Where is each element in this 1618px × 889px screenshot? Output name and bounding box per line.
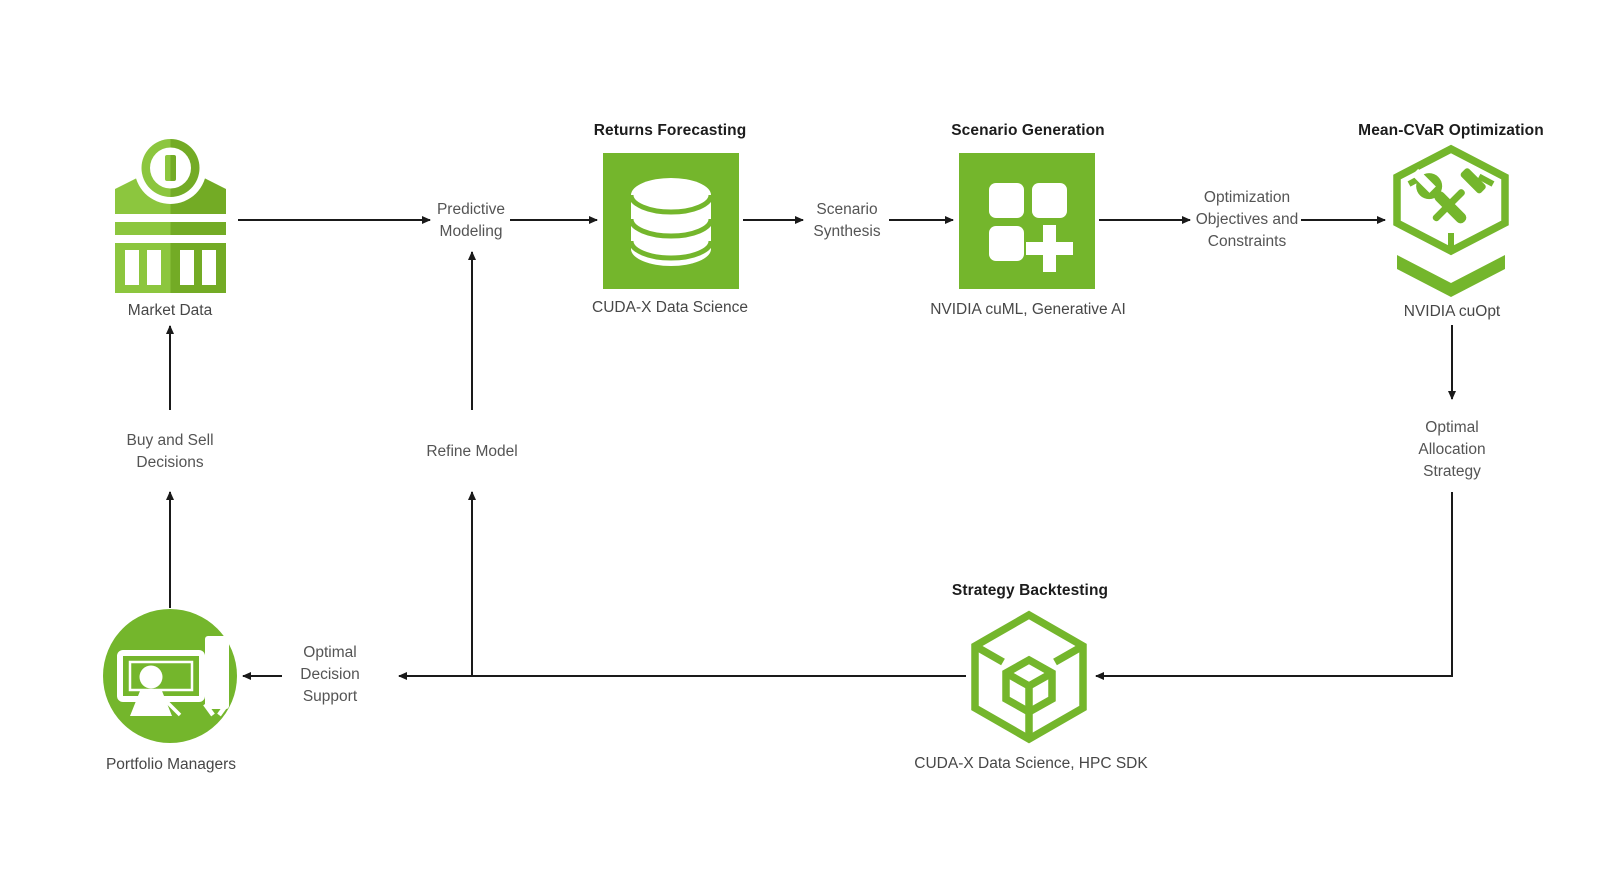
- market-data-label: Market Data: [127, 302, 213, 319]
- strategy-backtesting-title: Strategy Backtesting: [951, 582, 1109, 599]
- predictive-modeling-label: Predictive Modeling: [436, 201, 506, 240]
- scenario-generation-caption: NVIDIA cuML, Generative AI: [930, 301, 1126, 318]
- mean-cvar-caption: NVIDIA cuOpt: [1403, 303, 1501, 320]
- buy-and-sell-label: Buy and Sell Decisions: [126, 432, 214, 471]
- scenario-generation-title: Scenario Generation: [951, 122, 1105, 139]
- scenario-synthesis-label: Scenario Synthesis: [813, 201, 881, 240]
- arrow-allocation-to-backtesting: [1095, 492, 1453, 680]
- bank-icon: [111, 128, 230, 293]
- refine-model-label: Refine Model: [426, 443, 518, 460]
- cube-icon: [970, 610, 1088, 744]
- returns-forecasting-title: Returns Forecasting: [593, 122, 747, 139]
- strategy-backtesting-caption: CUDA-X Data Science, HPC SDK: [914, 755, 1148, 772]
- database-icon: [603, 153, 739, 289]
- tools-hexagon-icon: [1392, 144, 1510, 300]
- optimal-allocation-label: Optimal Allocation Strategy: [1418, 419, 1486, 480]
- grid-plus-icon: [959, 153, 1095, 289]
- mean-cvar-title: Mean-CVaR Optimization: [1358, 122, 1544, 139]
- optimization-objectives-label: Optimization Objectives and Constraints: [1195, 189, 1299, 250]
- optimal-decision-label: Optimal Decision Support: [300, 644, 360, 705]
- returns-forecasting-caption: CUDA-X Data Science: [592, 299, 748, 316]
- portfolio-managers-label: Portfolio Managers: [105, 756, 237, 773]
- presenter-icon: [102, 608, 238, 744]
